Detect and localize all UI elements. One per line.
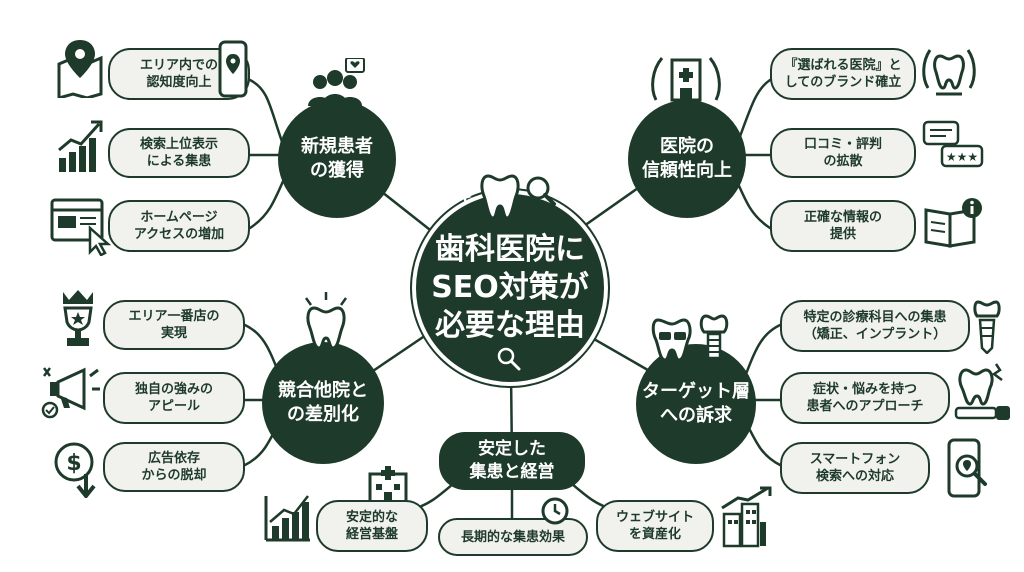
pill-search-ranking: 検索上位表示 による集患 [108, 128, 250, 178]
hub-trust-line2: 信頼性向上 [642, 160, 732, 181]
pill-text-line: 提供 [829, 227, 856, 242]
pill-text-line: アクセスの増加 [133, 227, 225, 242]
hub-stable: 安定した 集患と経営 [439, 432, 585, 490]
buildings-chart-icon [718, 486, 774, 548]
center-hub: 歯科医院に SEO対策が 必要な理由 [412, 190, 608, 386]
hub-target-line1: ターゲット層 [642, 381, 750, 402]
people-heart-icon [300, 58, 370, 108]
small-magnifier-icon [496, 346, 522, 372]
pill-ad-independence: 広告依存 からの脱却 [103, 442, 245, 492]
pill-text-line: による集患 [146, 154, 212, 169]
pill-text-line: アピール [147, 399, 200, 414]
pill-text-line: 『選ばれる医院』と [784, 58, 902, 73]
pill-text-line: （矯正、インプラント） [803, 327, 947, 342]
pill-specific-treatment: 特定の診療科目への集患 （矯正、インプラント） [780, 300, 970, 352]
map-pin-icon [55, 38, 105, 98]
pill-text-line: からの脱却 [141, 468, 207, 483]
pill-text-line: ウェブサイト [615, 510, 694, 525]
svg-text:★★★: ★★★ [946, 150, 978, 164]
trophy-icon [55, 288, 101, 350]
pill-website-asset: ウェブサイト を資産化 [596, 500, 714, 552]
rising-chart-icon [55, 118, 105, 174]
pill-text-line: してのブランド確立 [784, 75, 902, 90]
pill-text-line: 長期的な集患効果 [460, 529, 565, 545]
pill-accurate-info: 正確な情報の 提供 [770, 200, 916, 252]
pill-text-line: エリア内での [139, 58, 218, 73]
pill-text-line: 広告依存 [147, 451, 200, 466]
pill-unique-strengths: 独自の強みの アピール [103, 372, 245, 424]
pill-text-line: を資産化 [628, 527, 681, 542]
pill-text-line: 症状・悩みを持つ [812, 382, 917, 397]
hub-trust-line1: 医院の [660, 136, 714, 157]
pill-text-line: 検索上位表示 [139, 137, 218, 152]
pill-homepage-access: ホームページ アクセスの増加 [108, 200, 250, 252]
teeth-glasses-icon [650, 310, 740, 364]
pill-text-line: 安定的な [345, 510, 398, 525]
pill-text-line: 経営基盤 [345, 527, 398, 542]
clinic-building-icon [366, 464, 410, 504]
pill-text-line: 実現 [160, 326, 187, 341]
implant-icon [972, 298, 1002, 354]
pill-symptom-approach: 症状・悩みを持つ 患者へのアプローチ [780, 372, 950, 424]
pill-text-line: 口コミ・評判 [803, 137, 882, 152]
hub-new-patients-line2: の獲得 [310, 160, 364, 181]
book-info-icon [922, 196, 986, 250]
tooth-search-icon [952, 360, 1014, 422]
hub-target: ターゲット層 への訴求 [636, 344, 756, 464]
pill-long-term-effect: 長期的な集患効果 [438, 518, 588, 556]
pill-text-line: の拡散 [823, 154, 863, 169]
pill-text-line: 独自の強みの [134, 382, 213, 397]
center-title-line2: SEO対策が [431, 270, 589, 305]
hub-competitive-line2: の差別化 [287, 404, 359, 425]
pill-text-line: 患者へのアプローチ [806, 399, 924, 414]
hub-competitive: 競合他院と の差別化 [262, 342, 384, 464]
hub-stable-line2: 集患と経営 [469, 462, 555, 482]
clock-icon [540, 496, 570, 526]
center-title-line3: 必要な理由 [435, 308, 585, 343]
smartphone-pin-icon [218, 40, 248, 98]
megaphone-icon [40, 362, 102, 420]
pill-smartphone-search: スマートフォン 検索への対応 [780, 442, 930, 494]
pill-reviews-spread: 口コミ・評判 の拡散 [770, 128, 916, 178]
dollar-down-icon: $ [52, 440, 100, 498]
hub-new-patients: 新規患者 の獲得 [278, 100, 396, 218]
pill-text-line: エリア一番店の [128, 309, 220, 324]
pill-text-line: 正確な情報の [803, 210, 882, 225]
pill-text-line: スマートフォン [809, 452, 901, 467]
clinic-laurel-icon [646, 50, 726, 106]
bar-chart-icon [262, 492, 312, 544]
pill-area-number-one: エリア一番店の 実現 [103, 300, 245, 350]
svg-text:$: $ [66, 451, 81, 476]
pill-text-line: 認知度向上 [146, 75, 212, 90]
hub-competitive-line1: 競合他院と [278, 380, 368, 401]
hub-target-line2: への訴求 [660, 405, 732, 426]
hub-trust: 医院の 信頼性向上 [628, 100, 746, 218]
pill-text-line: 検索への対応 [815, 469, 894, 484]
pill-brand-establishment: 『選ばれる医院』と してのブランド確立 [770, 48, 916, 100]
hub-new-patients-line1: 新規患者 [301, 136, 373, 157]
tooth-laurel-icon [920, 42, 978, 100]
center-title-line1: 歯科医院に [435, 232, 585, 267]
smartphone-search-icon [945, 438, 993, 498]
pill-text-line: 特定の診療科目への集患 [803, 310, 947, 325]
chat-stars-icon: ★★★ [922, 120, 984, 172]
browser-cursor-icon [50, 198, 114, 256]
pill-text-line: ホームページ [140, 210, 218, 225]
hub-stable-line1: 安定した [478, 439, 546, 459]
sparkle-icon [458, 190, 472, 204]
pill-stable-base: 安定的な 経営基盤 [316, 500, 428, 552]
tooth-magnifier-icon [478, 168, 558, 226]
shining-tooth-icon [296, 292, 356, 352]
